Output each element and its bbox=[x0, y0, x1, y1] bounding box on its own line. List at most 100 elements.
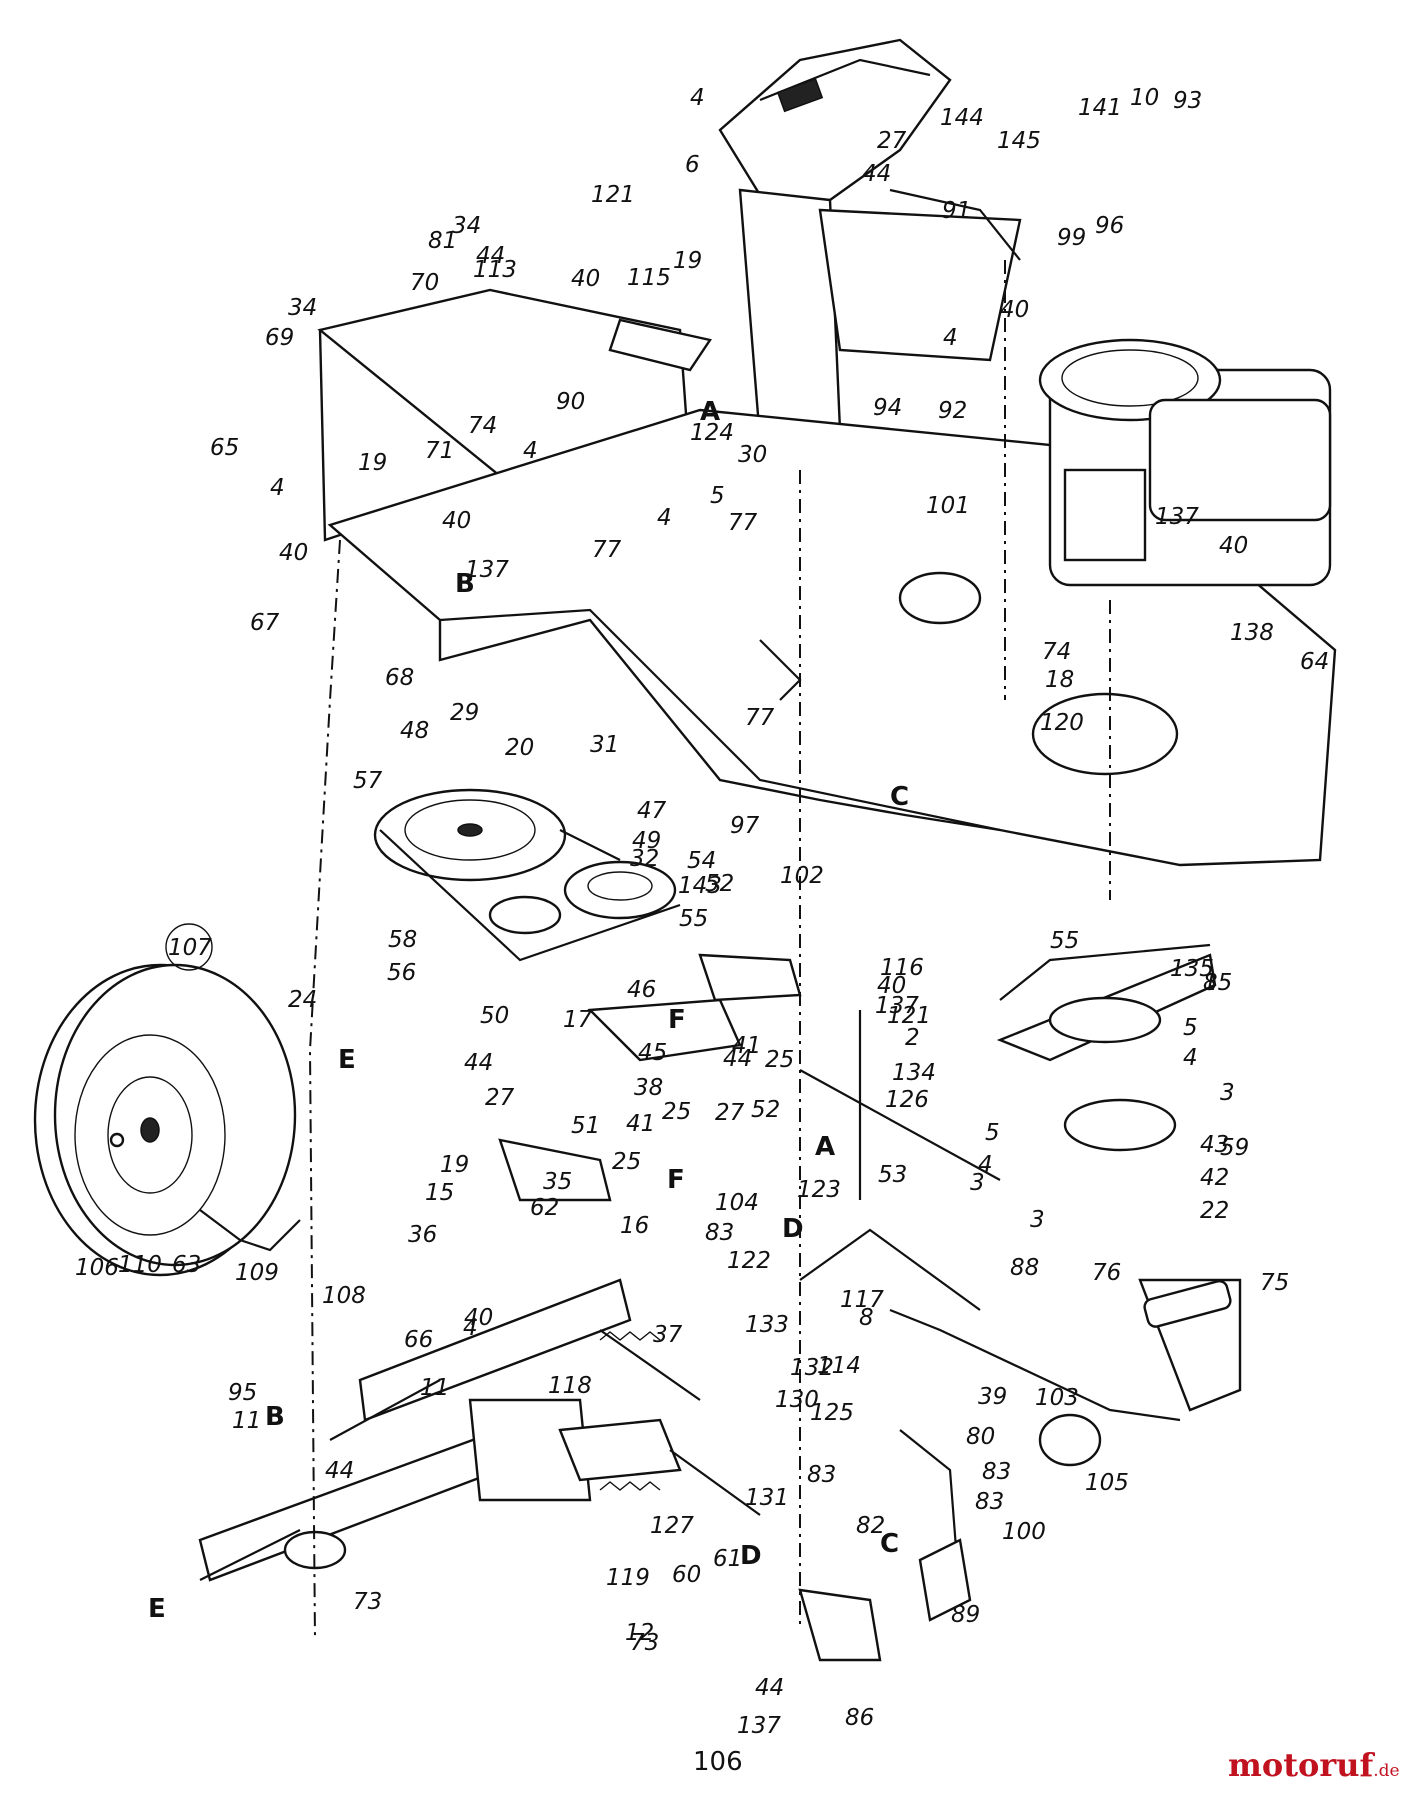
part-label-123: 123 bbox=[797, 1177, 841, 1203]
part-label-4: 4 bbox=[1183, 1045, 1198, 1071]
part-label-46: 46 bbox=[627, 977, 656, 1003]
part-label-68: 68 bbox=[385, 665, 414, 691]
part-label-20: 20 bbox=[505, 735, 534, 761]
part-label-108: 108 bbox=[322, 1283, 366, 1309]
part-label-97: 97 bbox=[730, 813, 760, 839]
part-label-135: 135 bbox=[1170, 956, 1214, 982]
part-label-114: 114 bbox=[817, 1353, 861, 1379]
reference-letter-f: F bbox=[667, 1165, 685, 1195]
part-label-75: 75 bbox=[1260, 1270, 1289, 1296]
part-label-44: 44 bbox=[862, 161, 891, 187]
brake-bracket bbox=[798, 1538, 972, 1662]
part-label-119: 119 bbox=[606, 1565, 650, 1591]
transaxle bbox=[198, 1398, 682, 1582]
part-label-41: 41 bbox=[626, 1111, 655, 1137]
part-label-109: 109 bbox=[235, 1260, 279, 1286]
part-label-80: 80 bbox=[966, 1424, 995, 1450]
part-label-11: 11 bbox=[420, 1375, 449, 1401]
rear-bracket-housing bbox=[317, 288, 712, 542]
part-label-70: 70 bbox=[410, 270, 439, 296]
part-label-76: 76 bbox=[1092, 1260, 1121, 1286]
part-label-106: 106 bbox=[75, 1255, 119, 1281]
part-label-58: 58 bbox=[388, 927, 417, 953]
part-label-77: 77 bbox=[745, 705, 775, 731]
part-label-25: 25 bbox=[612, 1149, 641, 1175]
reference-letter-e: E bbox=[338, 1045, 356, 1075]
part-label-110: 110 bbox=[118, 1252, 162, 1278]
part-label-41: 41 bbox=[732, 1033, 761, 1059]
part-label-39: 39 bbox=[978, 1384, 1007, 1410]
part-label-137: 137 bbox=[737, 1713, 781, 1739]
part-label-116: 116 bbox=[880, 955, 924, 981]
part-label-3: 3 bbox=[970, 1170, 985, 1196]
part-label-6: 6 bbox=[685, 152, 700, 178]
part-label-29: 29 bbox=[450, 700, 479, 726]
part-label-40: 40 bbox=[877, 973, 906, 999]
part-label-73: 73 bbox=[630, 1630, 659, 1656]
part-label-44: 44 bbox=[476, 243, 505, 269]
part-label-10: 10 bbox=[1130, 85, 1159, 111]
part-label-104: 104 bbox=[715, 1190, 759, 1216]
part-label-61: 61 bbox=[713, 1546, 742, 1572]
part-label-40: 40 bbox=[571, 266, 600, 292]
part-label-44: 44 bbox=[325, 1458, 354, 1484]
part-label-115: 115 bbox=[627, 265, 671, 291]
part-label-40: 40 bbox=[1000, 297, 1029, 323]
part-label-52: 52 bbox=[705, 871, 734, 897]
reference-letter-c: C bbox=[890, 782, 909, 812]
part-label-16: 16 bbox=[620, 1213, 649, 1239]
part-label-107: 107 bbox=[168, 935, 212, 961]
part-label-19: 19 bbox=[358, 450, 387, 476]
part-label-71: 71 bbox=[425, 438, 454, 464]
lever-66 bbox=[358, 1138, 632, 1422]
part-label-27: 27 bbox=[485, 1085, 515, 1111]
part-label-130: 130 bbox=[775, 1387, 819, 1413]
part-label-4: 4 bbox=[943, 325, 958, 351]
part-label-89: 89 bbox=[951, 1602, 980, 1628]
part-label-27: 27 bbox=[715, 1100, 745, 1126]
part-label-124: 124 bbox=[690, 420, 734, 446]
part-label-30: 30 bbox=[738, 442, 767, 468]
part-label-4: 4 bbox=[270, 475, 285, 501]
part-label-121: 121 bbox=[887, 1003, 931, 1029]
part-label-54: 54 bbox=[687, 848, 716, 874]
part-label-44: 44 bbox=[755, 1675, 784, 1701]
part-label-73: 73 bbox=[353, 1589, 382, 1615]
idler-bracket bbox=[587, 943, 1217, 1152]
part-label-8: 8 bbox=[859, 1305, 874, 1331]
reference-letter-f: F bbox=[668, 1005, 686, 1035]
part-label-77: 77 bbox=[728, 510, 758, 536]
part-label-91: 91 bbox=[942, 198, 971, 224]
part-label-83: 83 bbox=[705, 1220, 734, 1246]
part-label-96: 96 bbox=[1095, 213, 1124, 239]
part-label-145: 145 bbox=[997, 128, 1041, 154]
part-label-12: 12 bbox=[625, 1620, 654, 1646]
part-label-34: 34 bbox=[452, 213, 481, 239]
part-label-19: 19 bbox=[440, 1152, 469, 1178]
part-label-35: 35 bbox=[543, 1169, 572, 1195]
part-label-74: 74 bbox=[1042, 639, 1071, 665]
part-label-83: 83 bbox=[982, 1459, 1011, 1485]
part-label-95: 95 bbox=[228, 1380, 257, 1406]
reference-letter-d: D bbox=[740, 1541, 762, 1571]
part-label-49: 49 bbox=[632, 828, 661, 854]
reference-letter-d: D bbox=[782, 1214, 804, 1244]
engine-138 bbox=[1038, 338, 1332, 587]
part-label-37: 37 bbox=[653, 1322, 683, 1348]
center-lines bbox=[308, 260, 1111, 1641]
part-label-32: 32 bbox=[630, 846, 659, 872]
part-label-92: 92 bbox=[938, 398, 967, 424]
part-label-53: 53 bbox=[878, 1162, 907, 1188]
part-label-19: 19 bbox=[673, 248, 702, 274]
part-label-52: 52 bbox=[751, 1097, 780, 1123]
part-label-2: 2 bbox=[905, 1025, 920, 1051]
part-label-3: 3 bbox=[1220, 1080, 1235, 1106]
part-label-99: 99 bbox=[1057, 225, 1086, 251]
part-label-138: 138 bbox=[1230, 620, 1274, 646]
part-label-4: 4 bbox=[463, 1315, 478, 1341]
part-label-56: 56 bbox=[387, 960, 416, 986]
part-label-137: 137 bbox=[1155, 504, 1199, 530]
part-label-55: 55 bbox=[1050, 928, 1079, 954]
part-label-40: 40 bbox=[1219, 533, 1248, 559]
